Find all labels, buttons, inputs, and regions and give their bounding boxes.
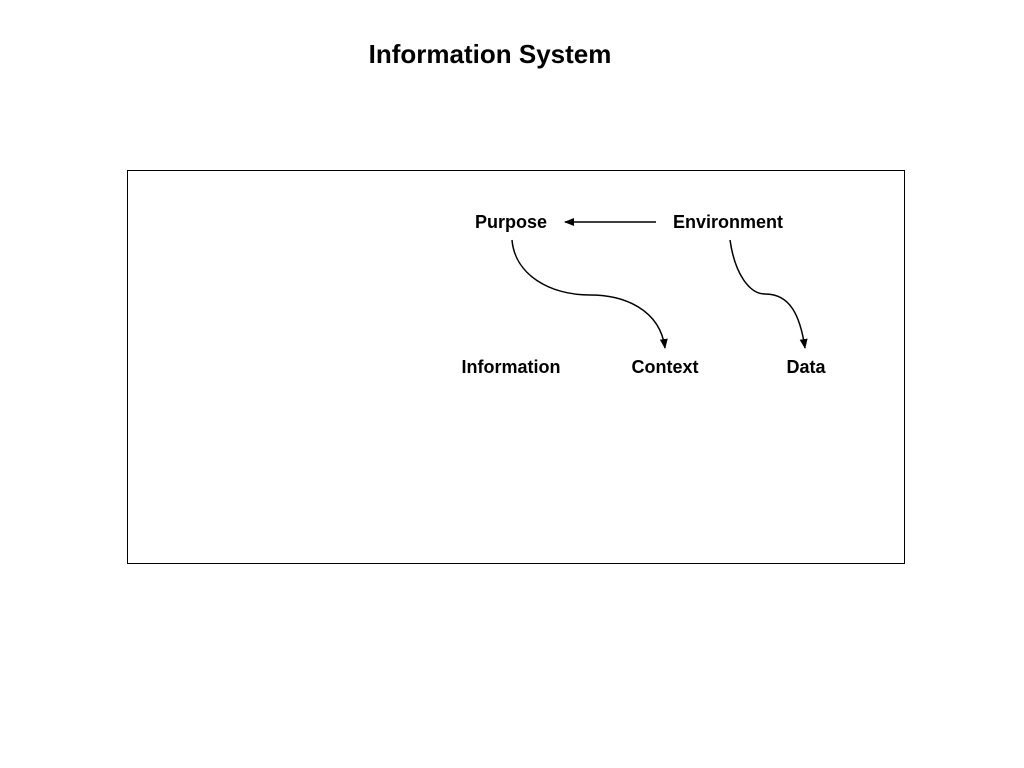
node-information: Information: [461, 357, 561, 377]
node-environment: Environment: [672, 212, 784, 232]
node-data: Data: [786, 357, 826, 377]
node-purpose: Purpose: [474, 212, 548, 232]
system-boundary-box: [127, 170, 905, 564]
node-context: Context: [631, 357, 699, 377]
page-title: Information System: [368, 39, 612, 69]
